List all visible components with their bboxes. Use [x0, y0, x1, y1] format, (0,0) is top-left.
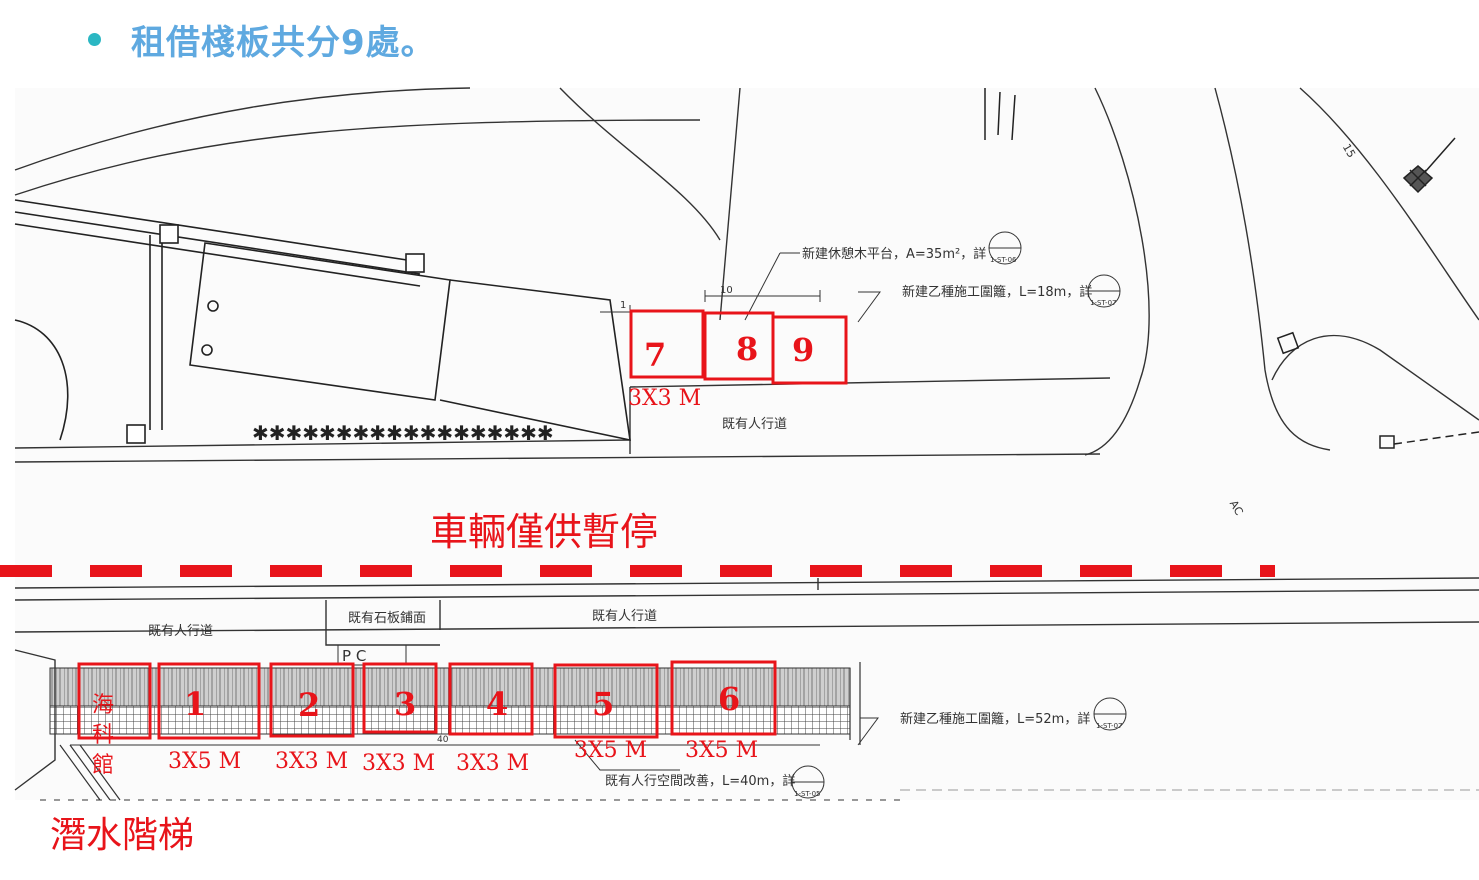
- north-arrow-icon: [1402, 137, 1456, 194]
- dive-stairs-label: 潛水階梯: [50, 815, 194, 856]
- museum-char: 館: [92, 753, 114, 778]
- dim-40: 40: [437, 735, 449, 745]
- pc-label: P C: [342, 647, 366, 665]
- no-parking-label: 車輛僅供暫停: [430, 510, 658, 554]
- pallet-size: 3X5 M: [574, 738, 647, 763]
- museum-char: 科: [92, 723, 114, 748]
- pallet-number: 6: [718, 680, 740, 718]
- pallet-5: 5 3X5 M: [553, 663, 659, 763]
- top-annotations: [600, 231, 1121, 323]
- pallet-number: 1: [184, 685, 206, 723]
- bullet-dot: [88, 32, 101, 46]
- note-fence-bottom: 新建乙種施工圍籬，L=52m，詳: [900, 711, 1090, 727]
- stone-pavement-label: 既有石板鋪面: [348, 610, 426, 626]
- pallet-size: 3X3 M: [628, 386, 701, 411]
- road-lines: [14, 577, 1479, 646]
- pallet-size: 3X3 M: [362, 751, 435, 776]
- title-text: 租借棧板共分9處。: [131, 22, 436, 63]
- pallet-size: 3X5 M: [168, 749, 241, 774]
- sidewalk-label: 既有人行道: [148, 624, 213, 639]
- pallet-9: 9: [771, 315, 848, 385]
- upper-road-lines: [14, 87, 1479, 463]
- pallet-1: 1 3X5 M: [157, 662, 261, 774]
- pallet-number: 2: [298, 686, 320, 724]
- pallet-number: 7: [644, 336, 666, 374]
- pallet-2: 2 3X3 M: [269, 662, 355, 774]
- pallet-number: 9: [792, 331, 814, 369]
- dim-top-small: 1: [620, 300, 626, 311]
- pallet-size: 3X3 M: [275, 749, 348, 774]
- pallet-number: 5: [592, 685, 614, 723]
- pallet-number: 3: [394, 685, 416, 723]
- dim-top: 10: [720, 285, 733, 296]
- pier-structure: [14, 199, 631, 444]
- pallet-4: 4 3X3 M: [448, 662, 534, 776]
- note-rest-platform: 新建休憩木平台，A=35m²，詳: [802, 246, 986, 262]
- pallet-number: 8: [736, 330, 758, 368]
- sidewalk-label: 既有人行道: [722, 417, 787, 432]
- pallet-number: 4: [486, 685, 508, 723]
- pallet-6: 6 3X5 M: [670, 660, 777, 763]
- sheet-ref: 1-ST-07: [1096, 722, 1123, 730]
- pallet-size: 3X5 M: [685, 738, 758, 763]
- pallet-3: 3 3X3 M: [362, 662, 438, 776]
- svg-text:✱✱✱✱✱✱✱✱✱✱✱✱✱✱✱✱✱✱: ✱✱✱✱✱✱✱✱✱✱✱✱✱✱✱✱✱✱: [252, 421, 554, 445]
- sidewalk-label: 既有人行道: [592, 609, 657, 624]
- slide-title: 租借棧板共分9處。: [88, 14, 436, 64]
- sheet-ref: 1-ST-07: [1090, 299, 1117, 307]
- museum-char: 海: [92, 693, 114, 718]
- pallet-7: 7 3X3 M: [628, 309, 705, 411]
- north-dim: 15: [1340, 142, 1358, 161]
- sheet-ref: 1-ST-06: [990, 256, 1017, 264]
- sheet-ref: 1-ST-05: [794, 790, 821, 798]
- small-marker-icon: [1276, 331, 1479, 449]
- note-sidewalk-improve: 既有人行空間改善，L=40m，詳: [605, 773, 795, 789]
- note-fence-top: 新建乙種施工圍籬，L=18m，詳: [902, 284, 1092, 300]
- post-lines: [984, 88, 1016, 141]
- tree-row: ✱✱✱✱✱✱✱✱✱✱✱✱✱✱✱✱✱✱: [252, 421, 554, 445]
- museum-area: 海 科 館: [77, 662, 152, 778]
- pallet-size: 3X3 M: [456, 751, 529, 776]
